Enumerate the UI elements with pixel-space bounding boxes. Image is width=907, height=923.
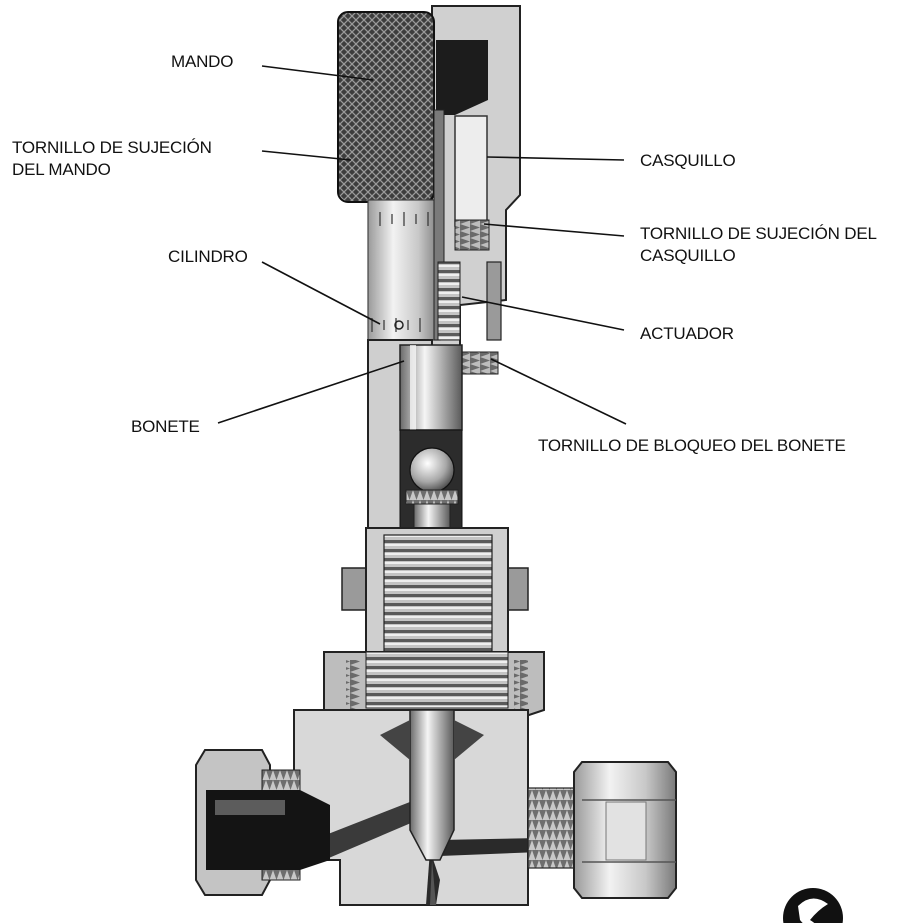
swagelok-logo-icon (783, 888, 843, 923)
leader-mando (261, 65, 374, 81)
bonnet-stem (399, 344, 463, 431)
label-tornillo-sujecion-mando: TORNILLO DE SUJECIÓN DEL MANDO (12, 138, 212, 179)
label-mando: MANDO (171, 52, 234, 71)
leader-cilindro (261, 261, 381, 325)
leader-bonete (217, 360, 405, 424)
label-casquillo: CASQUILLO (640, 151, 736, 170)
label-cilindro: CILINDRO (168, 247, 248, 266)
set-screw-sleeve (454, 219, 490, 251)
outlet-passage (440, 838, 540, 856)
leader-actuador (461, 296, 625, 331)
label-bonete: BONETE (131, 417, 200, 436)
leader-tornillo-casquillo (483, 223, 625, 237)
leader-tornillo-mando (261, 150, 352, 161)
valve-stem (409, 709, 455, 861)
leader-tornillo-bonete (490, 358, 627, 425)
label-tornillo-sujecion-casquillo: TORNILLO DE SUJECIÓN DEL CASQUILLO (640, 224, 877, 265)
ball-joint (409, 447, 455, 493)
actuator-pin (486, 261, 502, 341)
leader-lines (217, 65, 627, 425)
bonnet-lock-screw (461, 351, 499, 375)
spring (437, 261, 461, 341)
leader-casquillo (486, 156, 625, 161)
sleeve (454, 115, 488, 227)
cylinder-scale (371, 212, 429, 332)
cap-cavity (436, 40, 488, 115)
label-actuador: ACTUADOR (640, 324, 734, 343)
knob (337, 11, 435, 203)
label-tornillo-bloqueo-bonete: TORNILLO DE BLOQUEO DEL BONETE (538, 436, 846, 455)
